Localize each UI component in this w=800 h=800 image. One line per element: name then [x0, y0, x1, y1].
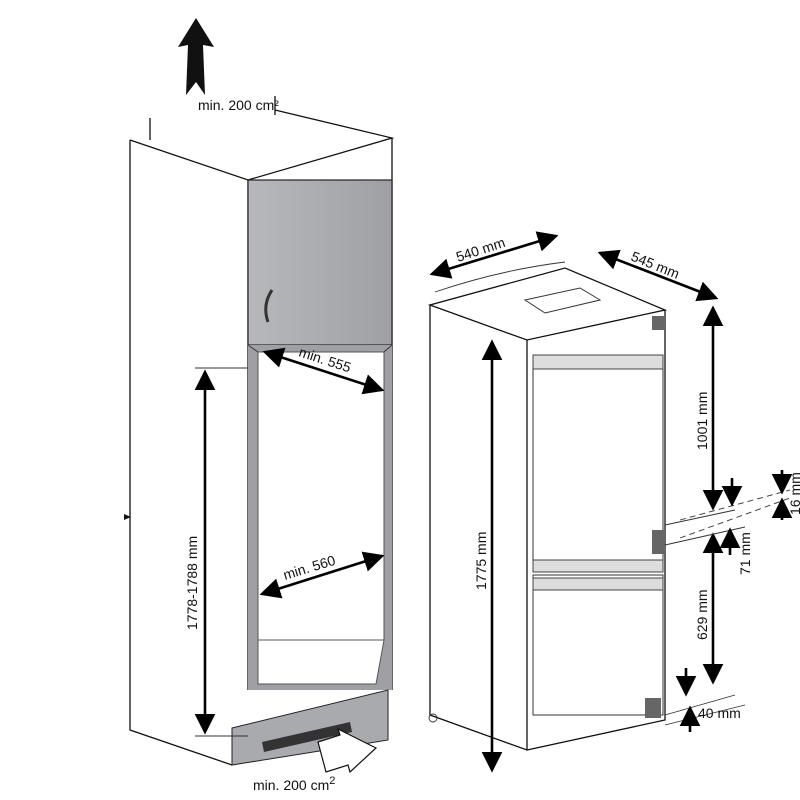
bottom-gap-label: 40 mm — [698, 705, 741, 721]
fridge: 540 mm 545 mm 1775 mm 1001 mm 71 mm 16 m… — [427, 231, 800, 773]
hinge-icon — [645, 698, 661, 718]
gap-small-label: 16 mm — [787, 472, 800, 515]
upper-cabinet-door — [247, 179, 393, 346]
lower-door — [532, 574, 664, 716]
cabinet-height-label: 1778-1788 mm — [184, 536, 200, 630]
hinge-icon — [652, 530, 666, 554]
lower-door-label: 629 mm — [694, 589, 710, 640]
fridge-depth-label: 545 mm — [629, 248, 682, 282]
up-airflow-arrow-icon — [178, 18, 214, 95]
top-vent-label: min. 200 cm² — [198, 97, 279, 113]
fridge-height-label: 1775 mm — [473, 532, 489, 590]
bottom-vent-label: min. 200 cm2 — [253, 775, 335, 793]
vent-grille — [262, 722, 352, 752]
top-hinge-plate — [523, 287, 602, 314]
gap-label: 71 mm — [737, 532, 753, 575]
airflow-in-arrow-icon — [317, 727, 378, 774]
upper-door — [532, 354, 664, 566]
cabinet: min. 200 cm² min. 200 cm2 1778-1788 mm m… — [124, 18, 395, 793]
upper-door-label: 1001 mm — [694, 392, 710, 450]
door-handle-icon — [264, 289, 274, 323]
hinge-icon — [652, 316, 666, 330]
